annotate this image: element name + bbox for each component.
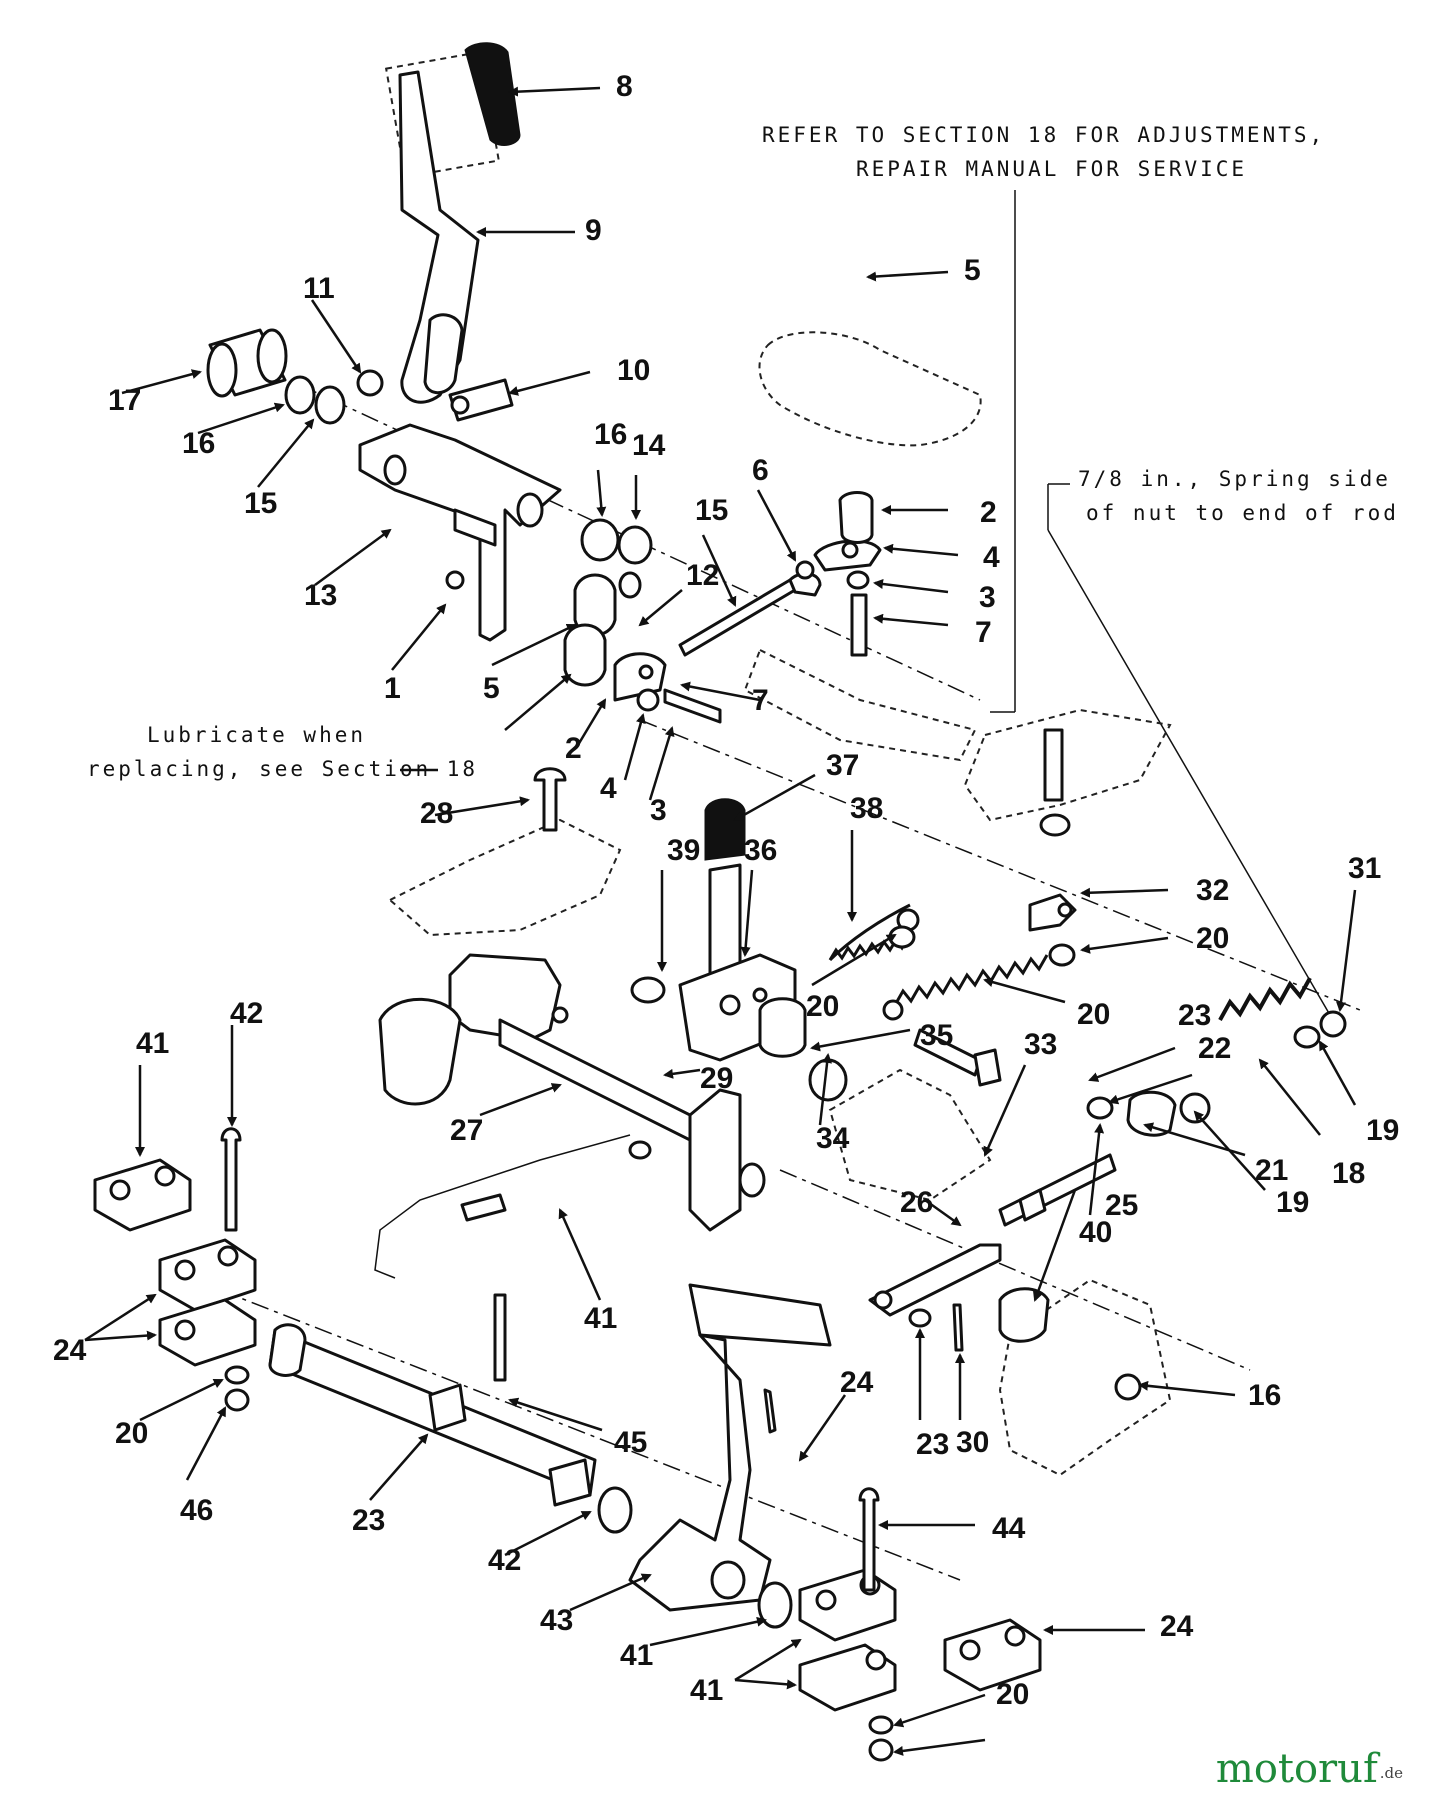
callout-42: 42 (488, 1544, 521, 1577)
callout-7: 7 (752, 684, 769, 717)
u-rod-part (374, 1134, 652, 1279)
callout-24: 24 (1160, 1610, 1194, 1643)
callout-28: 28 (420, 797, 453, 830)
cross-shaft-part (268, 1293, 633, 1534)
spring-note-line1: 7/8 in., Spring side (1078, 467, 1391, 491)
watermark-suffix: .de (1379, 1764, 1403, 1782)
callout-44: 44 (992, 1512, 1026, 1545)
callout-29: 29 (700, 1062, 733, 1095)
watermark-text: motoruf (1215, 1746, 1378, 1792)
callout-20: 20 (996, 1678, 1029, 1711)
callout-19: 19 (1366, 1114, 1399, 1147)
bracket-part (358, 423, 562, 642)
leader-lines (84, 86, 1357, 1756)
callout-21: 21 (1255, 1154, 1288, 1187)
callout-15: 15 (244, 487, 277, 520)
callout-1: 1 (384, 672, 401, 705)
spring-note: 7/8 in., Spring side of nut to end of ro… (1078, 462, 1399, 530)
adjustment-note: REFER TO SECTION 18 FOR ADJUSTMENTS, REP… (762, 118, 1325, 186)
callout-9: 9 (585, 214, 602, 247)
callout-1: 1 (384, 672, 401, 705)
adjustment-note-line2: REPAIR MANUAL FOR SERVICE (856, 157, 1248, 181)
callout-14: 14 (632, 429, 666, 462)
callout-18: 18 (1332, 1157, 1365, 1190)
callout-23: 23 (352, 1504, 385, 1537)
spring-note-line2: of nut to end of rod (1086, 501, 1399, 525)
brake-pedal-part (628, 1283, 832, 1629)
callout-12: 12 (686, 559, 719, 592)
callout-17: 17 (108, 384, 141, 417)
callout-26: 26 (900, 1186, 933, 1219)
callout-31: 31 (1348, 852, 1381, 885)
callout-20: 20 (1196, 922, 1229, 955)
right-hardware (758, 728, 1347, 1401)
callout-4: 4 (600, 772, 617, 805)
callout-46: 46 (180, 1494, 213, 1527)
springs (828, 903, 1312, 1021)
callout-16: 16 (1248, 1379, 1281, 1412)
callout-5: 5 (964, 254, 981, 287)
callout-41: 41 (584, 1302, 617, 1335)
callout-7: 7 (975, 616, 992, 649)
callout-30: 30 (956, 1426, 989, 1459)
callout-15: 15 (695, 494, 728, 527)
callout-43: 43 (540, 1604, 573, 1637)
callout-37: 37 (826, 749, 859, 782)
callout-20: 20 (1077, 998, 1110, 1031)
callout-33: 33 (1024, 1028, 1057, 1061)
callout-39: 39 (667, 834, 700, 867)
callout-6: 6 (752, 454, 769, 487)
callout-35: 35 (920, 1019, 953, 1052)
callout-38: 38 (850, 792, 883, 825)
lubricate-note-line1: Lubricate when (147, 723, 367, 747)
control-rod-part (678, 491, 977, 762)
upper-left-hardware (206, 328, 722, 724)
shift-knob-part (464, 42, 521, 146)
callout-13: 13 (304, 579, 337, 612)
callout-45: 45 (614, 1426, 647, 1459)
callout-22: 22 (1198, 1032, 1231, 1065)
pivot-shaft-part (378, 953, 766, 1232)
callout-20: 20 (115, 1417, 148, 1450)
callout-34: 34 (816, 1122, 850, 1155)
callout-24: 24 (53, 1334, 87, 1367)
callout-23: 23 (1178, 999, 1211, 1032)
callout-25: 25 (1105, 1189, 1138, 1222)
center-lines (219, 190, 1361, 1581)
callout-19: 19 (1276, 1186, 1309, 1219)
callout-20: 20 (806, 990, 839, 1023)
callout-4: 4 (983, 541, 1000, 574)
pillow-blocks (93, 767, 1042, 1762)
watermark-logo: motoruf.de (1216, 1746, 1403, 1792)
callout-8: 8 (616, 70, 633, 103)
callout-11: 11 (303, 272, 335, 305)
callout-23: 23 (916, 1428, 949, 1461)
callout-5: 5 (483, 672, 500, 705)
callout-10: 10 (617, 354, 650, 387)
callout-41: 41 (620, 1639, 653, 1672)
callout-36: 36 (744, 834, 777, 867)
callout-27: 27 (450, 1114, 483, 1147)
adjustment-note-line1: REFER TO SECTION 18 FOR ADJUSTMENTS, (762, 123, 1326, 147)
shift-lever-part (398, 70, 480, 404)
callout-40: 40 (1079, 1216, 1112, 1249)
callout-42: 42 (230, 997, 263, 1030)
callout-2: 2 (565, 732, 582, 765)
callout-32: 32 (1196, 874, 1229, 907)
callout-41: 41 (136, 1027, 169, 1060)
frame-ghosts (384, 50, 1172, 1477)
callout-16: 16 (594, 418, 627, 451)
callout-16: 16 (182, 427, 215, 460)
callout-2: 2 (980, 496, 997, 529)
callout-24: 24 (840, 1366, 874, 1399)
callout-3: 3 (650, 794, 667, 827)
callout-41: 41 (690, 1674, 723, 1707)
callout-3: 3 (979, 581, 996, 614)
lubricate-note: Lubricate when replacing, see Section 18 (87, 718, 478, 786)
lubricate-note-line2: replacing, see Section 18 (87, 757, 479, 781)
